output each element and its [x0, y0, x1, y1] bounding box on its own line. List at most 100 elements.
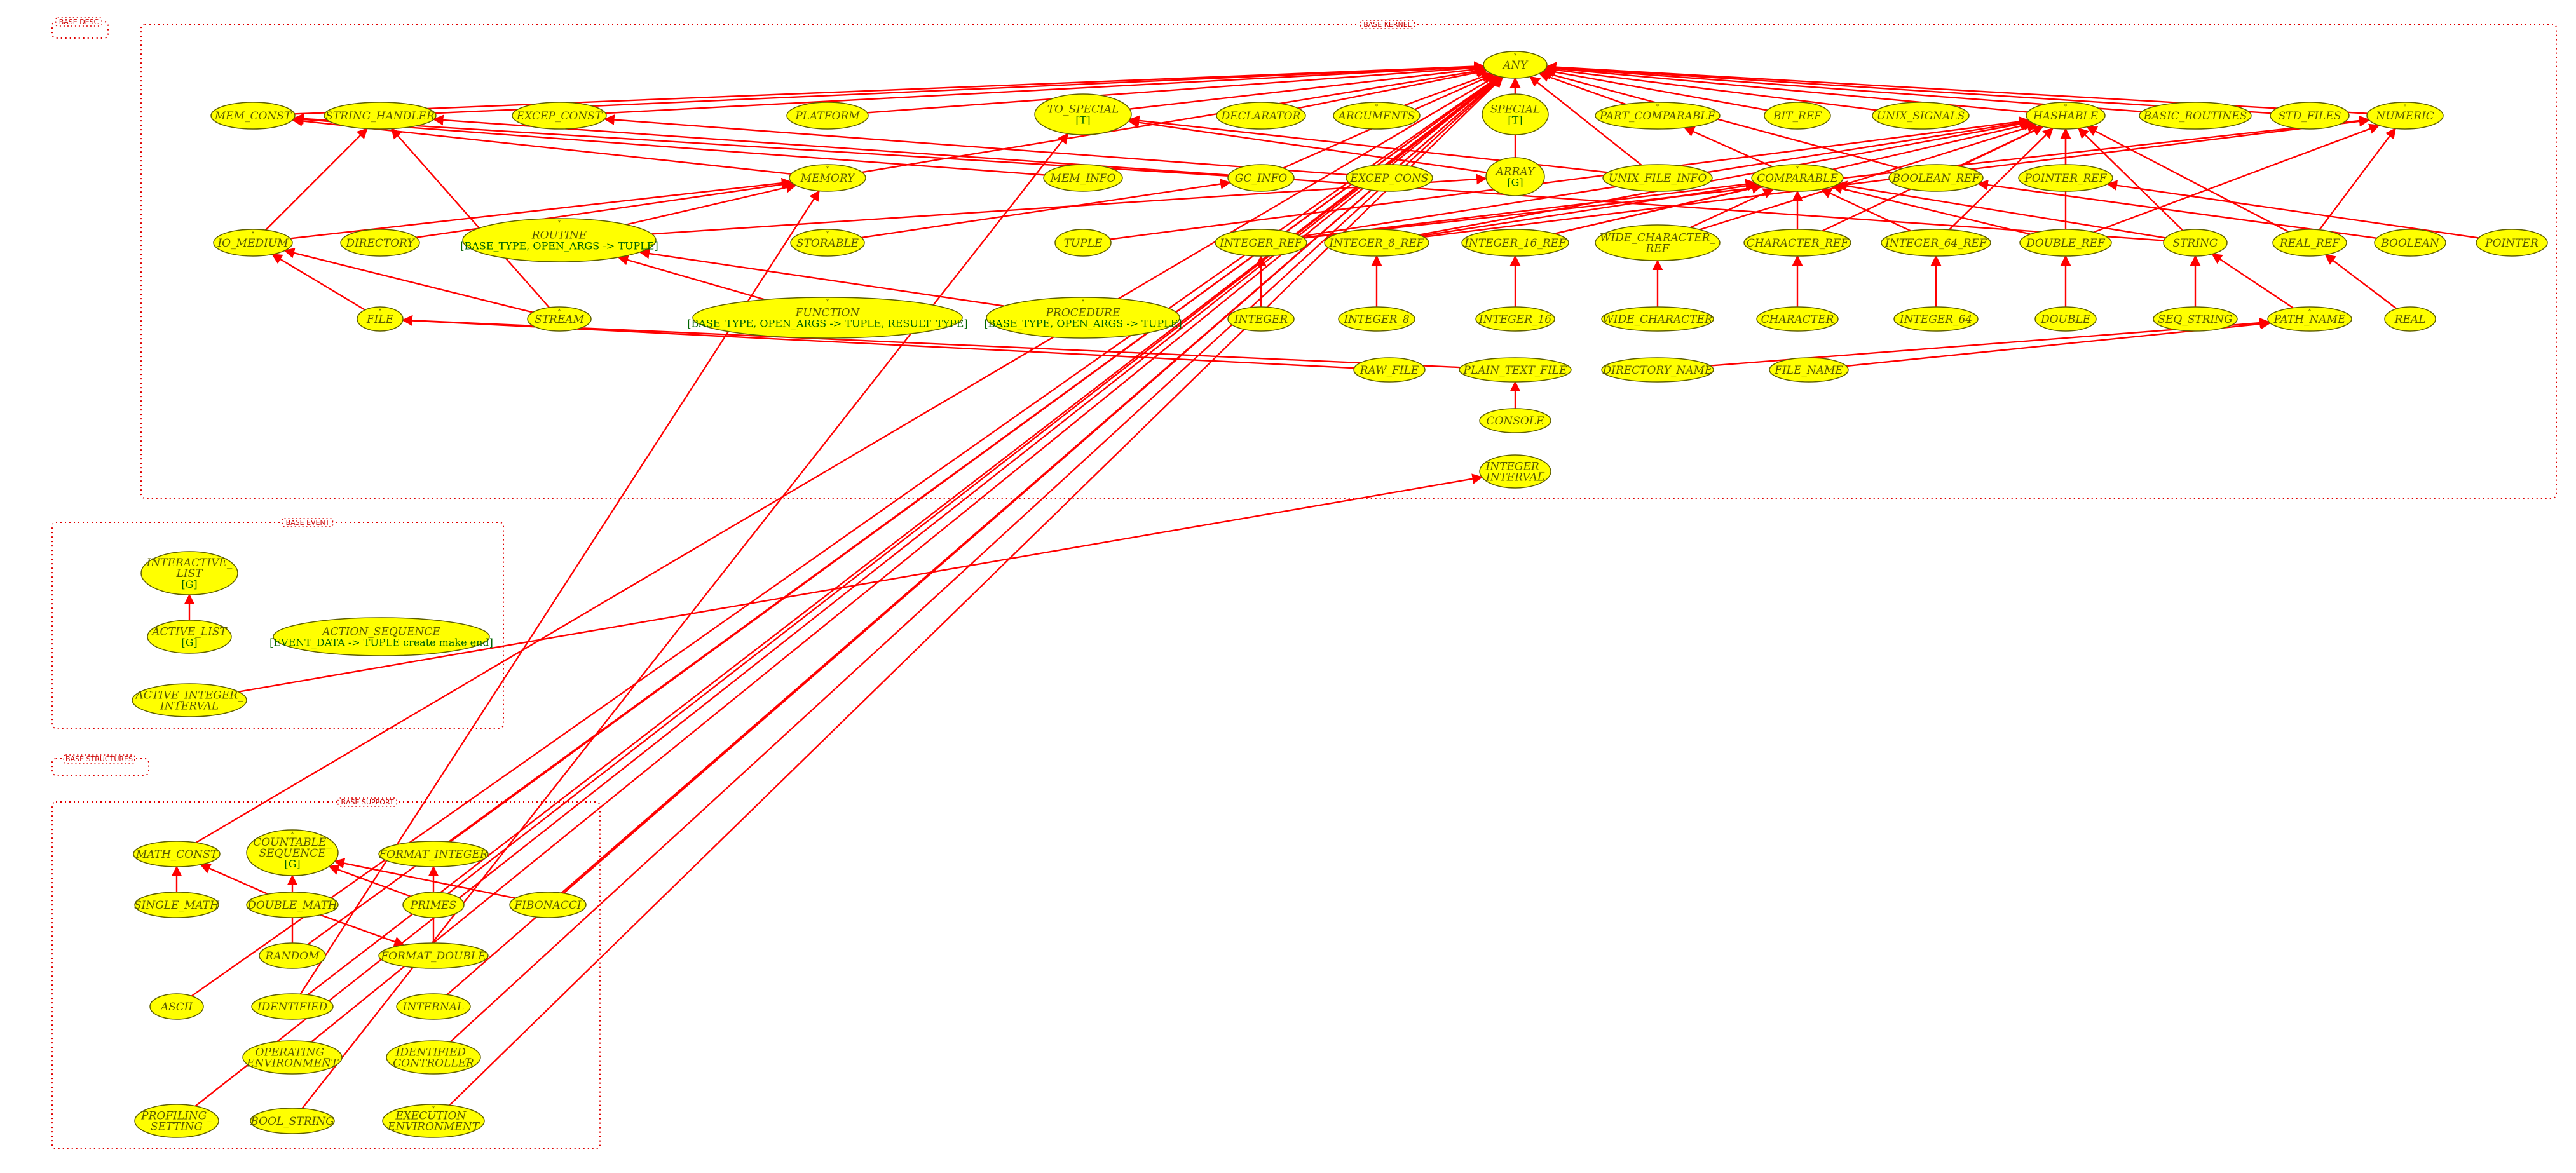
- class-node-tuple[interactable]: TUPLE: [1054, 229, 1112, 257]
- class-node-file[interactable]: *FILE: [357, 306, 404, 332]
- class-node-shape: [250, 1108, 335, 1134]
- edge-integer-8-ref-to-comparable: [1421, 180, 1758, 237]
- class-node-action-sequence[interactable]: ACTION_SEQUENCE[EVENT_DATA -> TUPLE crea…: [269, 617, 493, 656]
- class-node-io-medium[interactable]: *IO_MEDIUM: [213, 229, 293, 257]
- class-node-pointer-ref[interactable]: POINTER_REF: [2018, 164, 2113, 192]
- class-node-plain-text-file[interactable]: PLAIN_TEXT_FILE: [1459, 357, 1572, 383]
- class-node-primes[interactable]: PRIMES: [402, 892, 465, 918]
- class-node-integer-64-ref[interactable]: INTEGER_64_REF: [1881, 229, 1991, 257]
- class-name-label: BOOLEAN: [2380, 237, 2440, 250]
- class-node-countable-sequence[interactable]: *COUNTABLE_SEQUENCE[G]: [246, 829, 339, 876]
- class-node-operating-environment[interactable]: OPERATING_ENVIRONMENT: [242, 1040, 343, 1075]
- class-node-shape: [1602, 164, 1713, 192]
- class-node-seq-string[interactable]: SEQ_STRING: [2153, 306, 2238, 332]
- class-node-bit-ref[interactable]: BIT_REF: [1764, 102, 1831, 130]
- class-node-integer-interval[interactable]: INTEGER_INTERVAL: [1479, 454, 1551, 489]
- class-node-stream[interactable]: *STREAM: [527, 306, 592, 332]
- class-node-double-ref[interactable]: DOUBLE_REF: [2019, 229, 2112, 257]
- class-node-double-math[interactable]: DOUBLE_MATH: [246, 892, 339, 918]
- class-node-gc-info[interactable]: GC_INFO: [1227, 164, 1295, 192]
- class-node-integer-8-ref[interactable]: INTEGER_8_REF: [1324, 229, 1429, 257]
- class-node-integer[interactable]: INTEGER: [1227, 306, 1295, 332]
- class-node-excep-const[interactable]: EXCEP_CONST: [512, 102, 607, 130]
- class-node-routine[interactable]: *ROUTINE[BASE_TYPE, OPEN_ARGS -> TUPLE]: [460, 218, 658, 262]
- class-node-integer-16-ref[interactable]: INTEGER_16_REF: [1461, 229, 1569, 257]
- class-node-special[interactable]: SPECIAL[T]: [1482, 93, 1549, 135]
- class-node-mem-info[interactable]: MEM_INFO: [1043, 164, 1123, 192]
- class-node-std-files[interactable]: STD_FILES: [2270, 102, 2350, 130]
- class-node-to-special[interactable]: TO_SPECIAL[T]: [1034, 93, 1132, 135]
- class-node-path-name[interactable]: *PATH_NAME: [2267, 306, 2352, 332]
- class-node-wide-character[interactable]: WIDE_CHARACTER: [1601, 306, 1714, 332]
- edge-identified-to-any: [307, 76, 1501, 996]
- class-node-single-math[interactable]: SINGLE_MATH: [134, 892, 220, 918]
- class-node-integer-ref[interactable]: INTEGER_REF: [1215, 229, 1307, 257]
- class-node-ascii[interactable]: ASCII: [149, 993, 204, 1020]
- class-node-boolean-ref[interactable]: BOOLEAN_REF: [1888, 164, 1984, 192]
- class-generic-params: [G]: [181, 578, 197, 590]
- edge-string-to-string-handler: [432, 114, 2164, 241]
- class-node-array[interactable]: ARRAY[G]: [1485, 157, 1545, 196]
- class-node-storable[interactable]: *STORABLE: [790, 229, 865, 257]
- class-node-random[interactable]: RANDOM: [259, 942, 326, 969]
- class-node-real[interactable]: REAL: [2384, 306, 2436, 332]
- class-node-hashable[interactable]: *HASHABLE: [2026, 102, 2106, 130]
- class-node-fibonacci[interactable]: FIBONACCI: [509, 892, 587, 918]
- class-node-pointer[interactable]: POINTER: [2476, 229, 2548, 257]
- class-node-shape: [1216, 102, 1306, 130]
- edge-double-math-to-format-double: [320, 914, 405, 947]
- class-node-platform[interactable]: PLATFORM: [786, 102, 869, 130]
- class-node-console[interactable]: CONSOLE: [1479, 408, 1551, 433]
- class-node-declarator[interactable]: DECLARATOR: [1216, 102, 1306, 130]
- class-node-shape: [273, 617, 490, 656]
- class-node-character-ref[interactable]: CHARACTER_REF: [1743, 229, 1851, 257]
- class-node-basic-routines[interactable]: BASIC_ROUTINES: [2139, 102, 2252, 130]
- class-name-label: SPECIAL: [1490, 104, 1541, 116]
- class-name-label: INTEGER_8_REF: [1329, 237, 1425, 250]
- class-node-execution-environment[interactable]: *EXECUTION_ENVIRONMENT: [382, 1104, 485, 1138]
- class-node-format-double[interactable]: FORMAT_DOUBLE: [378, 942, 489, 969]
- class-node-double[interactable]: DOUBLE: [2034, 306, 2097, 332]
- class-node-bool-string[interactable]: BOOL_STRING: [250, 1108, 335, 1134]
- class-node-arguments[interactable]: *ARGUMENTS: [1333, 102, 1421, 130]
- class-node-string-handler[interactable]: STRING_HANDLER: [324, 102, 437, 130]
- class-node-active-list[interactable]: ACTIVE_LIST[G]: [147, 620, 232, 654]
- class-node-wide-character-ref[interactable]: WIDE_CHARACTER_REF: [1595, 224, 1721, 261]
- class-node-shape: [402, 892, 465, 918]
- class-node-procedure[interactable]: *PROCEDURE[BASE_TYPE, OPEN_ARGS -> TUPLE…: [984, 297, 1182, 339]
- class-node-profiling-setting[interactable]: PROFILING_SETTING: [134, 1104, 219, 1138]
- class-node-string[interactable]: STRING: [2163, 229, 2228, 257]
- class-node-unix-file-info[interactable]: UNIX_FILE_INFO: [1602, 164, 1713, 192]
- class-node-numeric[interactable]: *NUMERIC: [2366, 102, 2444, 130]
- class-node-shape: [2019, 229, 2112, 257]
- class-node-directory-name[interactable]: DIRECTORY_NAME: [1601, 357, 1714, 383]
- class-node-directory[interactable]: DIRECTORY: [340, 229, 420, 257]
- class-node-shape: [357, 306, 404, 332]
- class-node-internal[interactable]: INTERNAL: [396, 993, 471, 1020]
- class-node-any[interactable]: *ANY: [1483, 51, 1548, 79]
- class-node-identified-controller[interactable]: IDENTIFIED_CONTROLLER: [386, 1040, 481, 1075]
- class-node-unix-signals[interactable]: UNIX_SIGNALS: [1872, 102, 1970, 130]
- class-node-excep-cons[interactable]: EXCEP_CONS: [1346, 164, 1433, 192]
- class-node-integer-8[interactable]: INTEGER_8: [1338, 306, 1415, 332]
- class-node-real-ref[interactable]: REAL_REF: [2272, 229, 2347, 257]
- class-node-memory[interactable]: *MEMORY: [789, 164, 866, 192]
- class-node-mem-const[interactable]: MEM_CONST: [210, 102, 296, 130]
- deferred-marker: *: [379, 308, 382, 315]
- class-node-shape: [1769, 357, 1849, 383]
- class-node-active-integer-interval[interactable]: ACTIVE_INTEGER_INTERVAL: [132, 683, 247, 717]
- class-node-part-comparable[interactable]: *PART_COMPARABLE: [1595, 102, 1721, 130]
- class-node-math-const[interactable]: MATH_CONST: [133, 841, 221, 867]
- class-node-identified[interactable]: IDENTIFIED: [251, 993, 334, 1020]
- class-node-interactive-list[interactable]: INTERACTIVE_LIST[G]: [140, 551, 238, 595]
- class-node-integer-64[interactable]: INTEGER_64: [1893, 306, 1979, 332]
- class-node-file-name[interactable]: FILE_NAME: [1769, 357, 1849, 383]
- class-node-raw-file[interactable]: RAW_FILE: [1353, 357, 1426, 383]
- class-node-integer-16[interactable]: INTEGER_16: [1475, 306, 1555, 332]
- class-node-comparable[interactable]: *COMPARABLE: [1751, 164, 1844, 192]
- class-node-boolean[interactable]: BOOLEAN: [2374, 229, 2446, 257]
- class-node-format-integer[interactable]: FORMAT_INTEGER: [378, 841, 489, 867]
- class-node-character[interactable]: CHARACTER: [1756, 306, 1839, 332]
- class-node-function[interactable]: *FUNCTION[BASE_TYPE, OPEN_ARGS -> TUPLE,…: [687, 297, 968, 339]
